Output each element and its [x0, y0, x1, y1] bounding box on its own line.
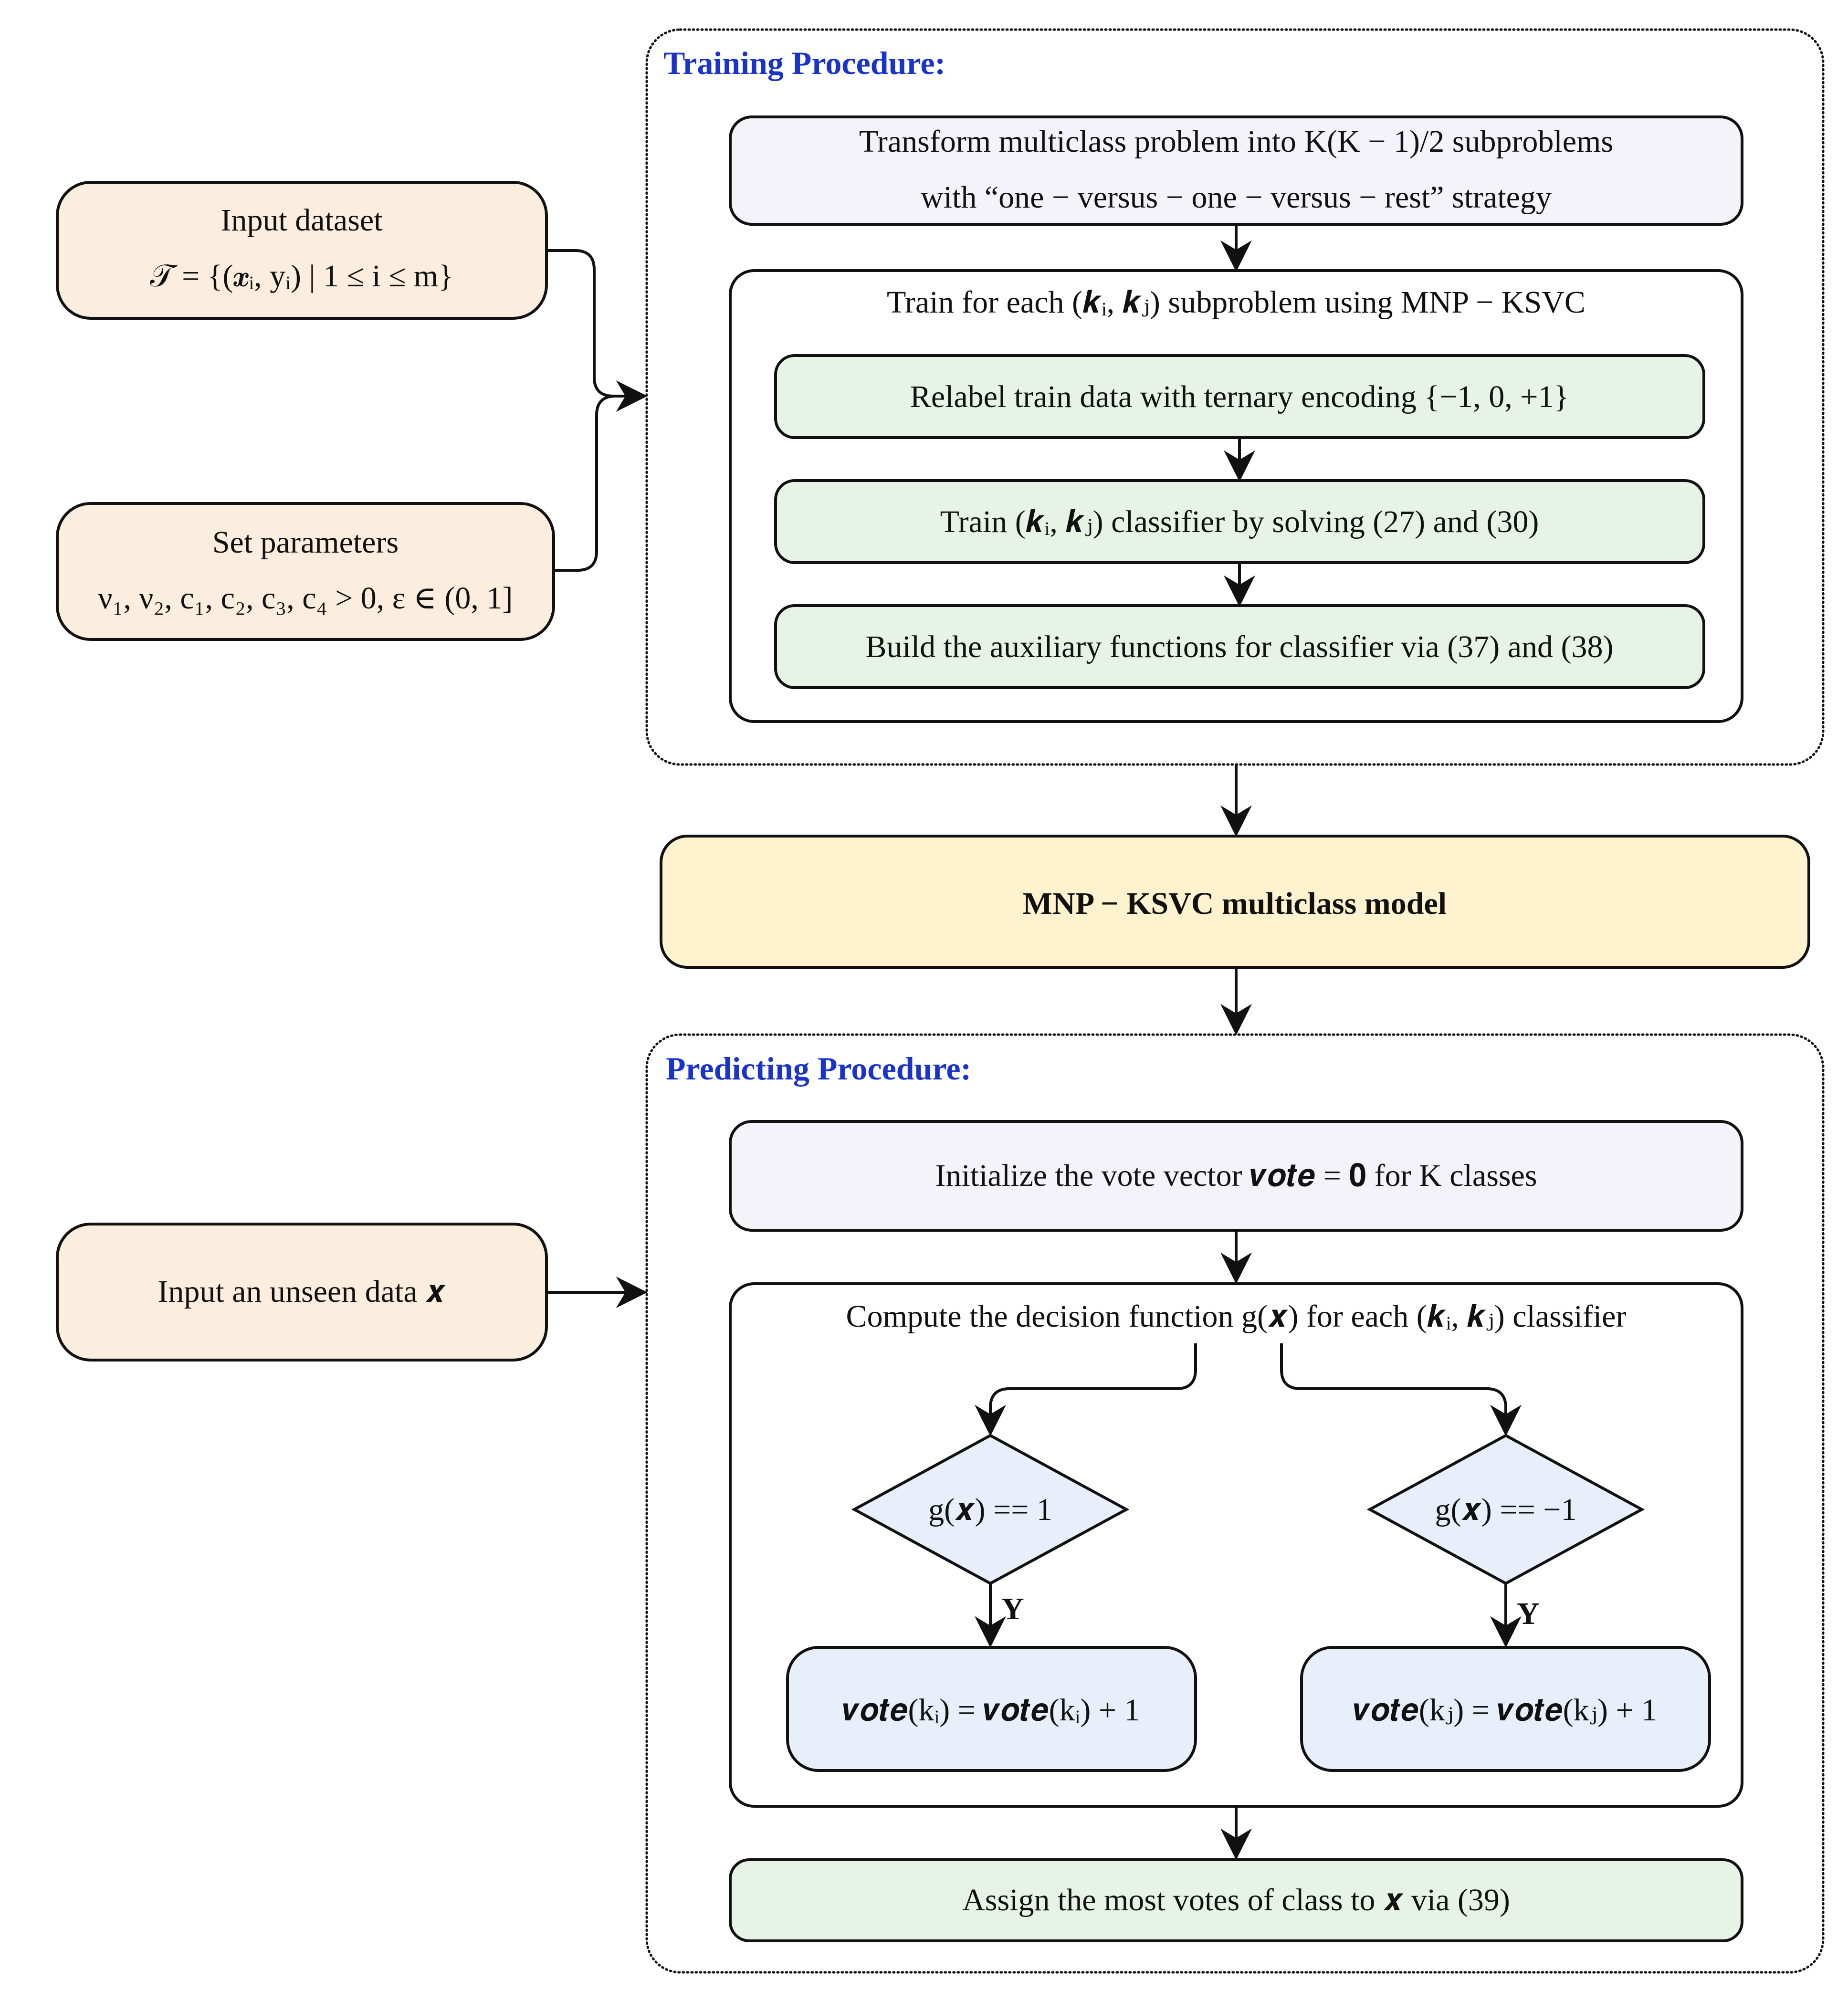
- multiclass-model-label: MNP − KSVC multiclass model: [1023, 886, 1447, 921]
- vote-left-label: 𝒗𝒐𝒕𝒆(kᵢ) = 𝒗𝒐𝒕𝒆(kᵢ) + 1: [842, 1693, 1140, 1728]
- yes-right-label: Y: [1517, 1596, 1540, 1631]
- set-parameters-box: Set parameters ν₁, ν₂, c₁, c₂, c₃, c₄ > …: [56, 502, 555, 641]
- connector-params-to-training: [554, 395, 616, 572]
- condition-left-label: g(𝒙) == 1: [928, 1492, 1052, 1527]
- yes-left-label: Y: [1001, 1592, 1024, 1626]
- input-dataset-title: Input dataset: [220, 203, 382, 238]
- set-parameters-title: Set parameters: [212, 525, 399, 560]
- input-unseen-box: Input an unseen data 𝒙: [56, 1223, 548, 1362]
- assign-class-step: Assign the most votes of class to 𝒙 via …: [729, 1858, 1743, 1942]
- vote-left-box: 𝒗𝒐𝒕𝒆(kᵢ) = 𝒗𝒐𝒕𝒆(kᵢ) + 1: [786, 1646, 1197, 1772]
- train-classifier-step: Train (𝒌ᵢ, 𝒌ⱼ) classifier by solving (27…: [774, 479, 1705, 564]
- transform-step: Transform multiclass problem into K(K − …: [729, 115, 1743, 226]
- condition-diamond-left: g(𝒙) == 1: [851, 1434, 1130, 1585]
- transform-line1: Transform multiclass problem into K(K − …: [859, 124, 1613, 159]
- initialize-vote-step: Initialize the vote vector 𝒗𝒐𝒕𝒆 = 𝟎 for …: [729, 1120, 1743, 1232]
- train-group-label: Train for each (𝒌ᵢ, 𝒌ⱼ) subproblem using…: [887, 285, 1586, 320]
- relabel-step: Relabel train data with ternary encoding…: [774, 354, 1705, 439]
- branch-to-right-condition: [1280, 1343, 1522, 1436]
- multiclass-model-box: MNP − KSVC multiclass model: [660, 835, 1810, 969]
- initialize-vote-label: Initialize the vote vector 𝒗𝒐𝒕𝒆 = 𝟎 for …: [935, 1158, 1537, 1193]
- connector-dataset-to-training: [546, 249, 648, 412]
- build-auxiliary-label: Build the auxiliary functions for classi…: [865, 629, 1613, 664]
- relabel-label: Relabel train data with ternary encoding…: [910, 379, 1569, 414]
- build-auxiliary-step: Build the auxiliary functions for classi…: [774, 604, 1705, 689]
- transform-line2: with “one − versus − one − versus − rest…: [921, 180, 1552, 215]
- input-dataset-box: Input dataset 𝒯 = {(𝒙ᵢ, yᵢ) | 1 ≤ i ≤ m}: [56, 181, 548, 320]
- compute-decision-label: Compute the decision function g(𝒙) for e…: [846, 1299, 1627, 1334]
- training-title: Training Procedure:: [663, 45, 945, 81]
- branch-to-left-condition: [975, 1343, 1197, 1436]
- input-unseen-label: Input an unseen data 𝒙: [158, 1274, 446, 1309]
- vote-right-box: 𝒗𝒐𝒕𝒆(kⱼ) = 𝒗𝒐𝒕𝒆(kⱼ) + 1: [1300, 1646, 1711, 1772]
- set-parameters-formula: ν₁, ν₂, c₁, c₂, c₃, c₄ > 0, ε ∈ (0, 1]: [98, 581, 513, 616]
- assign-class-label: Assign the most votes of class to 𝒙 via …: [962, 1883, 1510, 1917]
- vote-right-label: 𝒗𝒐𝒕𝒆(kⱼ) = 𝒗𝒐𝒕𝒆(kⱼ) + 1: [1354, 1693, 1657, 1728]
- predicting-title: Predicting Procedure:: [666, 1050, 971, 1087]
- condition-right-label: g(𝒙) == −1: [1435, 1492, 1576, 1527]
- input-dataset-formula: 𝒯 = {(𝒙ᵢ, yᵢ) | 1 ≤ i ≤ m}: [150, 259, 453, 293]
- train-classifier-label: Train (𝒌ᵢ, 𝒌ⱼ) classifier by solving (27…: [940, 504, 1539, 539]
